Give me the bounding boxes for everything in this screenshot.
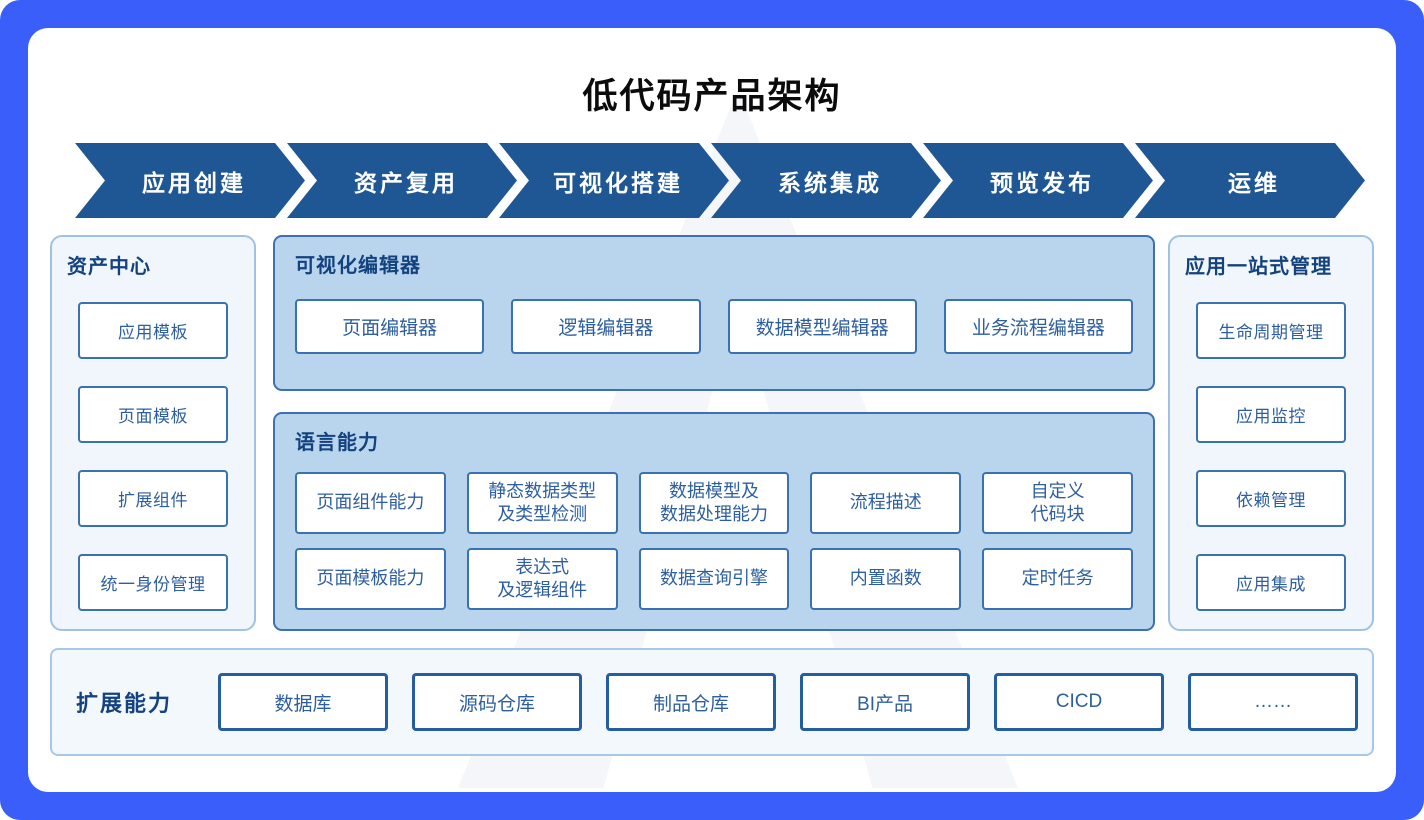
box-source-repo: 源码仓库 [412,673,582,731]
box-page-template-capability: 页面模板能力 [295,548,446,610]
diagram-card: 低代码产品架构 应用创建 资产复用 可视化搭建 系统集成 预览发布 运维 资产中… [28,28,1396,792]
box-business-flow-editor: 业务流程编辑器 [943,299,1133,354]
flow-step-ops: 运维 [1135,143,1365,218]
panel-extension-title: 扩展能力 [76,691,173,716]
flow-step-system-integration: 系统集成 [711,143,941,218]
box-cicd: CICD [994,673,1164,731]
box-scheduled-tasks: 定时任务 [982,548,1133,610]
panel-language-capability: 语言能力 页面组件能力 静态数据类型 及类型检测 数据模型及 数据处理能力 流程… [273,412,1155,631]
box-custom-code-block: 自定义 代码块 [982,472,1133,534]
visual-editor-items: 页面编辑器 逻辑编辑器 数据模型编辑器 业务流程编辑器 [295,299,1133,354]
box-app-template: 应用模板 [78,302,228,359]
flow-step-visual-build: 可视化搭建 [499,143,729,218]
panel-visual-editor: 可视化编辑器 页面编辑器 逻辑编辑器 数据模型编辑器 业务流程编辑器 [273,235,1155,391]
box-dependency-management: 依赖管理 [1196,470,1346,527]
language-row-2: 页面模板能力 表达式 及逻辑组件 数据查询引擎 内置函数 定时任务 [295,548,1133,610]
box-page-component-capability: 页面组件能力 [295,472,446,534]
box-static-data-type: 静态数据类型 及类型检测 [466,472,618,534]
app-management-items: 生命周期管理 应用监控 依赖管理 应用集成 [1170,302,1372,611]
page-title: 低代码产品架构 [582,77,842,116]
box-app-monitoring: 应用监控 [1196,386,1346,443]
box-extension-component: 扩展组件 [78,470,228,527]
panel-language-title: 语言能力 [295,432,379,454]
box-artifact-repo: 制品仓库 [606,673,776,731]
box-app-integration: 应用集成 [1196,554,1346,611]
panel-app-management-title: 应用一站式管理 [1185,256,1332,278]
box-logic-editor: 逻辑编辑器 [511,299,701,354]
panel-visual-editor-title: 可视化编辑器 [295,255,421,277]
panel-asset-center-title: 资产中心 [67,256,151,278]
asset-center-items: 应用模板 页面模板 扩展组件 统一身份管理 [52,302,254,611]
box-more-ellipsis: …… [1188,673,1358,731]
process-flow: 应用创建 资产复用 可视化搭建 系统集成 预览发布 运维 [75,143,1365,218]
language-items: 页面组件能力 静态数据类型 及类型检测 数据模型及 数据处理能力 流程描述 自定… [295,472,1133,610]
language-row-1: 页面组件能力 静态数据类型 及类型检测 数据模型及 数据处理能力 流程描述 自定… [295,472,1133,534]
box-page-editor: 页面编辑器 [295,299,485,354]
flow-step-app-create: 应用创建 [75,143,305,218]
box-unified-identity: 统一身份管理 [78,554,228,611]
panel-app-management: 应用一站式管理 生命周期管理 应用监控 依赖管理 应用集成 [1168,235,1374,631]
box-expression-logic-component: 表达式 及逻辑组件 [466,548,618,610]
flow-step-preview-publish: 预览发布 [923,143,1153,218]
panel-extension-capability: 扩展能力 数据库 源码仓库 制品仓库 BI产品 CICD …… [50,648,1374,756]
box-bi-product: BI产品 [800,673,970,731]
box-data-model-processing: 数据模型及 数据处理能力 [638,472,790,534]
box-lifecycle-management: 生命周期管理 [1196,302,1346,359]
box-page-template: 页面模板 [78,386,228,443]
extension-items: 数据库 源码仓库 制品仓库 BI产品 CICD …… [218,673,1358,731]
box-data-model-editor: 数据模型编辑器 [727,299,917,354]
flow-step-asset-reuse: 资产复用 [287,143,517,218]
box-database: 数据库 [218,673,388,731]
box-builtin-functions: 内置函数 [810,548,962,610]
panel-asset-center: 资产中心 应用模板 页面模板 扩展组件 统一身份管理 [50,235,256,631]
box-data-query-engine: 数据查询引擎 [638,548,790,610]
box-flow-description: 流程描述 [810,472,962,534]
